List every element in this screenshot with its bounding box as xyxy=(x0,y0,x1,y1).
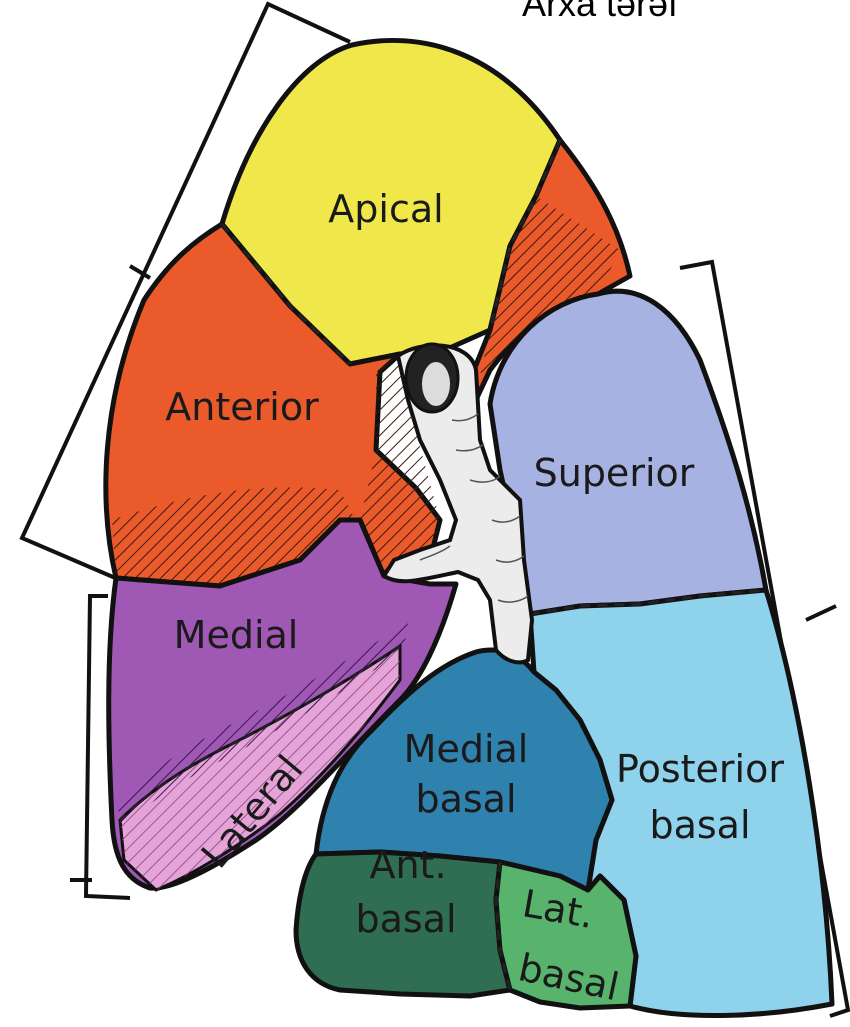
medial-label: Medial xyxy=(174,613,299,657)
medial-basal-label-line2: basal xyxy=(415,777,516,821)
medial-basal-label-line1: Medial xyxy=(404,727,529,771)
anterior-label: Anterior xyxy=(165,385,319,429)
bronchus-opening-inner xyxy=(422,362,450,406)
ant-basal-label-line2: basal xyxy=(355,897,456,941)
diagram-title: Arxa tərəf xyxy=(522,0,679,24)
ant-basal-label-line1: Ant. xyxy=(369,843,446,887)
apical-label: Apical xyxy=(328,187,443,231)
superior-label: Superior xyxy=(534,451,695,495)
posterior-basal-label-line1: Posterior xyxy=(616,747,784,791)
posterior-basal-label-line2: basal xyxy=(649,803,750,847)
